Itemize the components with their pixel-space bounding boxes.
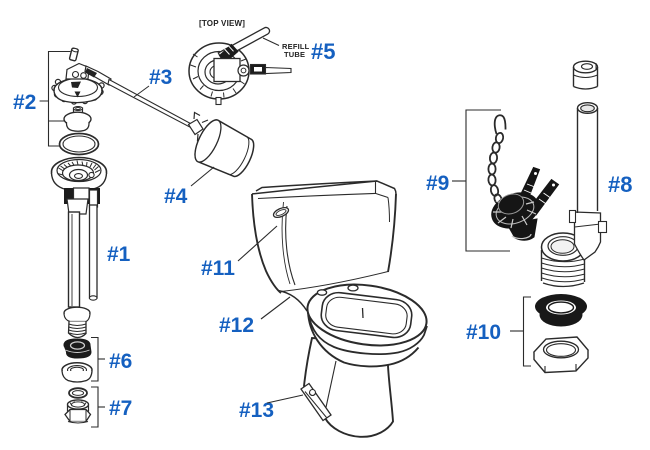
svg-text:#7: #7 (109, 397, 132, 420)
svg-text:#9: #9 (426, 172, 449, 195)
svg-text:#10: #10 (466, 321, 501, 344)
svg-text:#6: #6 (109, 350, 132, 373)
svg-text:REFILL: REFILL (282, 42, 310, 51)
svg-text:#12: #12 (219, 314, 254, 337)
svg-text:#3: #3 (149, 66, 172, 89)
svg-text:[TOP VIEW]: [TOP VIEW] (199, 19, 245, 28)
svg-text:#1: #1 (107, 243, 131, 266)
svg-text:#8: #8 (608, 172, 632, 197)
svg-text:#5: #5 (311, 39, 335, 64)
svg-text:#4: #4 (164, 185, 188, 208)
svg-text:#11: #11 (201, 257, 235, 280)
svg-text:#13: #13 (239, 399, 274, 422)
svg-text:#2: #2 (13, 91, 36, 114)
svg-text:TUBE: TUBE (284, 50, 305, 59)
